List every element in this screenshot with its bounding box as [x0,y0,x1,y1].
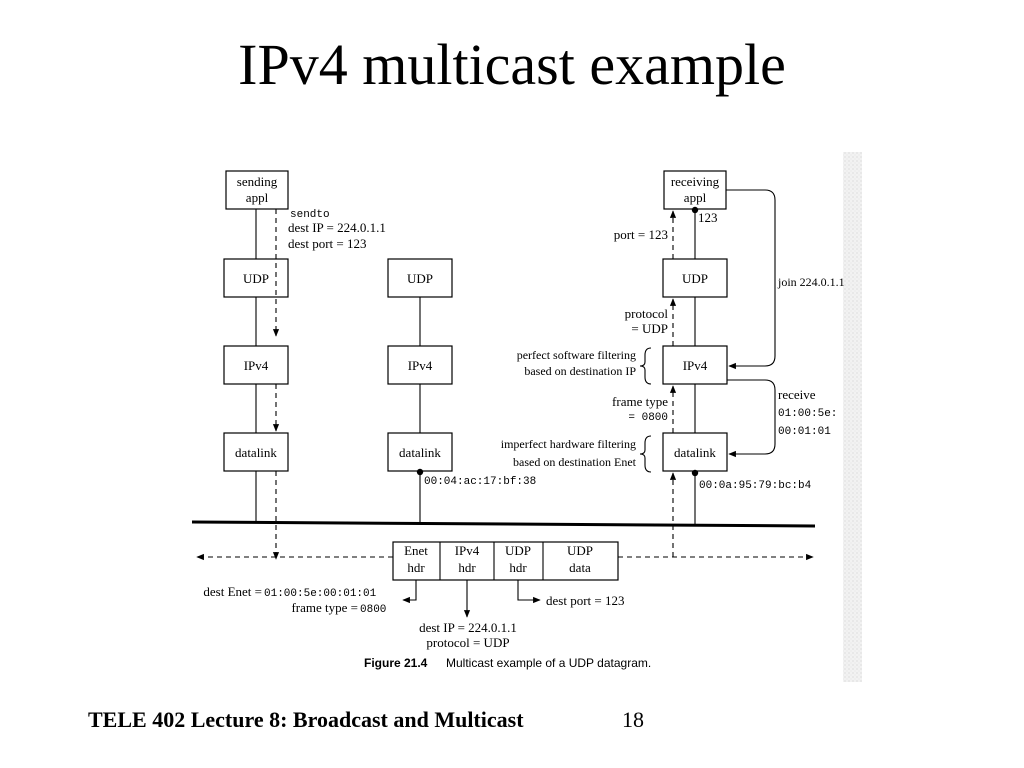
receive-mac-line2: 00:01:01 [778,426,831,438]
receiver-datalink-label: datalink [674,445,716,460]
frame-udp-line1: UDP [505,543,531,558]
frame-type-value: 0800 [360,604,386,616]
multicast-diagram: sending appl UDP IPv4 datalink sendto de… [191,152,862,682]
receive-label: receive [778,387,816,402]
middle-udp-box [387,258,453,298]
figure-caption-text: Multicast example of a UDP datagram. [446,656,651,670]
frame-data-line2: data [569,560,591,575]
receiver-port-label: port = 123 [614,227,668,242]
receiver-ipv4-box [662,345,728,385]
receiver-protocol-line1: protocol [625,306,669,321]
join-label: join 224.0.1.1 [777,275,845,289]
sender-appl-box [225,170,289,210]
software-filter-brace [639,347,652,385]
software-filter-line2: based on destination IP [524,364,636,378]
hardware-filter-brace [639,435,652,473]
hardware-filter-line2: based on destination Enet [513,455,637,469]
receiver-port-dot [691,206,699,214]
hardware-filter-line1: imperfect hardware filtering [501,437,636,451]
middle-host-stack: UDP IPv4 datalink 00:04:ac:17:bf:38 [387,258,536,523]
frame-layout: Enet hdr IPv4 hdr UDP hdr UDP data dest … [203,541,624,650]
receiver-ipv4-label: IPv4 [683,358,708,373]
frame-enet-line1: Enet [404,543,428,558]
figure-caption-number: Figure 21.4 [364,656,428,670]
receiver-protocol-line2: = UDP [631,321,668,336]
dest-enet-value: 01:00:5e:00:01:01 [264,588,377,600]
frame-ipv4-line2: hdr [458,560,476,575]
receiver-interface-dot [691,469,699,477]
sender-dest-port: dest port = 123 [288,236,366,251]
software-filter-line1: perfect software filtering [517,348,636,362]
receiver-mac-address: 00:0a:95:79:bc:b4 [699,480,812,492]
join-path [726,189,776,370]
scan-edge [843,152,862,682]
frame-enet-line2: hdr [407,560,425,575]
dest-enet-label: dest Enet = [203,584,262,599]
middle-interface-dot [416,468,424,476]
sender-datalink-box [223,432,289,472]
frame-data-line1: UDP [567,543,593,558]
sender-udp-box [223,258,289,298]
receiver-datalink-box [662,432,728,472]
middle-ipv4-label: IPv4 [408,358,433,373]
receiver-appl-line1: receiving [671,174,720,189]
receiver-appl-line2: appl [684,190,707,205]
receive-mac-line1: 01:00:5e: [778,408,837,420]
frame-dest-ip: dest IP = 224.0.1.1 [419,620,517,635]
middle-mac-address: 00:04:ac:17:bf:38 [424,476,536,488]
frame-udp-line2: hdr [509,560,527,575]
frame-dest-port: dest port = 123 [546,593,624,608]
receiver-stack: receiving appl 123 UDP IPv4 datalink 00:… [501,170,845,557]
frame-ipv4-line1: IPv4 [455,543,480,558]
sender-appl-line1: sending [237,174,278,189]
frame-protocol: protocol = UDP [426,635,509,650]
sender-ipv4-label: IPv4 [244,358,269,373]
middle-datalink-label: datalink [399,445,441,460]
sender-datalink-label: datalink [235,445,277,460]
frame-type-label: frame type = [291,600,358,615]
sendto-label: sendto [290,209,330,221]
sender-stack: sending appl UDP IPv4 datalink sendto de… [223,170,386,560]
page-number: 18 [622,707,644,732]
receiver-udp-label: UDP [682,271,708,286]
receiver-frame-type-value: = 0800 [628,412,668,424]
sender-dest-ip: dest IP = 224.0.1.1 [288,220,386,235]
receiver-port-badge: 123 [698,210,718,225]
receive-path [727,379,776,458]
frame-box [392,541,619,581]
slide-footer: TELE 402 Lecture 8: Broadcast and Multic… [88,707,524,732]
middle-udp-label: UDP [407,271,433,286]
sender-udp-label: UDP [243,271,269,286]
slide-title: IPv4 multicast example [238,32,786,97]
ethernet-wire [191,520,816,528]
sender-appl-line2: appl [246,190,269,205]
receiver-frame-type-label: frame type [612,394,668,409]
receiver-udp-box [662,258,728,298]
